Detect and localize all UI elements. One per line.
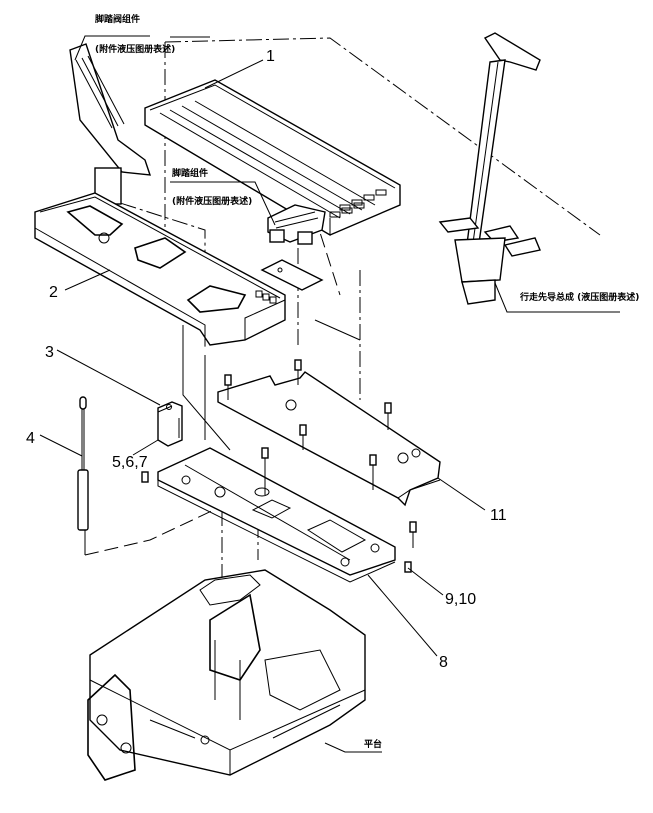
balloon-4: 4 [26,430,35,447]
part-3-bracket[interactable] [157,401,183,447]
callout-travel-pilot: 行走先导总成 (液压图册表述) [519,291,639,303]
bolt [294,359,302,385]
callout-pedal-note: (附件液压图册表述) [172,195,252,207]
part-4-gas-spring[interactable] [77,396,89,531]
callout-pedal-valve-note: (附件液压图册表述) [95,43,175,55]
balloon-8: 8 [439,654,448,671]
bolt [261,447,269,495]
cover-slots [329,189,387,218]
pedal-assembly[interactable] [260,204,326,291]
balloon-1: 1 [266,48,275,65]
platform-frame[interactable] [87,569,366,781]
bolt [369,454,377,490]
balloon-9-10: 9,10 [445,591,476,608]
balloon-3: 3 [45,344,54,361]
part-8-mounting-plate[interactable] [157,447,396,583]
bolt [409,521,417,548]
travel-pilot-assembly[interactable] [438,32,541,305]
part-11-cover-plate[interactable] [217,371,441,507]
callout-pedal-valve-title: 脚踏阀组件 [95,13,140,25]
part-2-floor-mat[interactable] [34,192,286,346]
assembly-guide-lines [84,37,601,640]
balloon-2: 2 [49,284,58,301]
bolt [224,374,232,400]
callout-pedal-title: 脚踏组件 [172,167,208,179]
bolt [141,471,149,483]
balloon-11: 11 [490,507,507,524]
bolt [404,561,412,573]
leader-lines [39,35,620,753]
balloon-5-6-7: 5,6,7 [112,454,148,471]
fasteners[interactable] [141,359,417,573]
part-1-top-cover[interactable] [144,79,401,236]
bolt [384,402,392,430]
callout-platform: 平台 [364,738,382,750]
bolt [299,424,307,450]
